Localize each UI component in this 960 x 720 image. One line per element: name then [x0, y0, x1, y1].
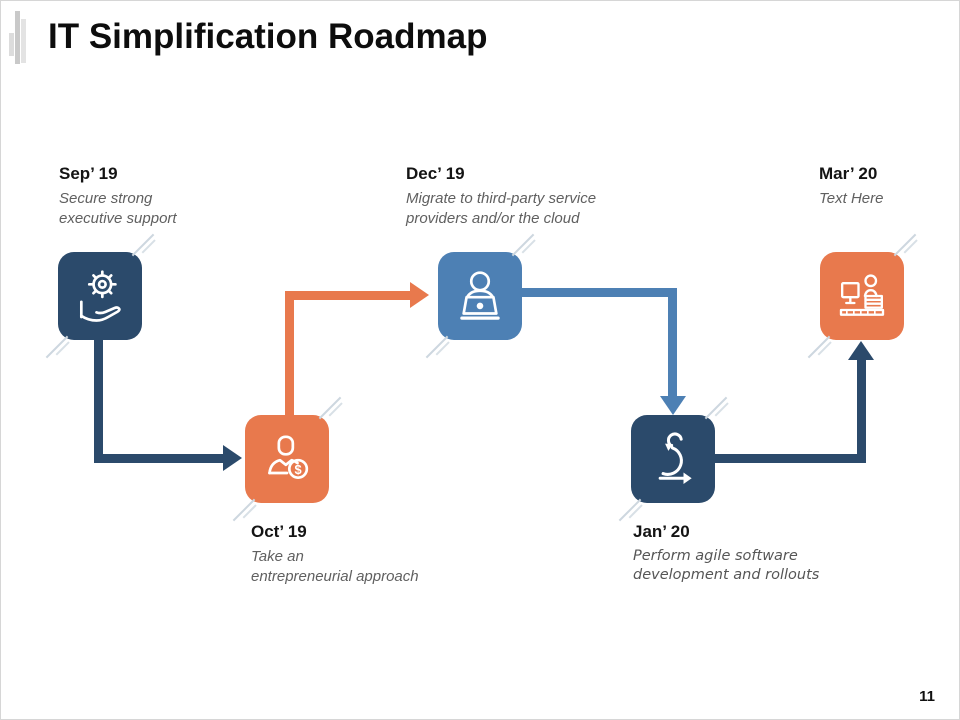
corner-slash-decoration	[618, 498, 642, 522]
slide-logo-bars	[9, 11, 29, 67]
arrowhead-right-icon	[410, 282, 429, 308]
corner-slash-decoration	[425, 335, 449, 359]
milestone-label-dec19: Dec’ 19 Migrate to third-party service p…	[406, 164, 666, 229]
person-laptop-icon	[460, 271, 500, 320]
corner-slash-decoration	[807, 335, 831, 359]
corner-slash-decoration	[893, 233, 917, 257]
arrowhead-down-icon	[660, 396, 686, 415]
milestone-date: Mar’ 20	[819, 164, 878, 183]
corner-slash-decoration	[511, 233, 535, 257]
milestone-label-jan20: Jan’ 20 Perform agile software developme…	[633, 522, 863, 586]
milestone-label-mar20: Mar’ 20 Text Here	[819, 164, 959, 209]
page-title: IT Simplification Roadmap	[48, 17, 488, 56]
corner-slash-decoration	[232, 498, 256, 522]
arrowhead-right-icon	[223, 445, 242, 471]
svg-text:$: $	[295, 462, 302, 477]
milestone-box-oct19: $	[232, 396, 342, 522]
milestone-label-oct19: Oct’ 19 Take an entrepreneurial approach	[251, 522, 481, 587]
corner-slash-decoration	[318, 396, 342, 420]
milestone-label-sep19: Sep’ 19 Secure strong executive support	[59, 164, 289, 229]
milestone-description: Migrate to third-party service providers…	[406, 190, 597, 227]
arrowhead-up-icon	[848, 341, 874, 360]
connector-sep-oct	[94, 454, 224, 463]
connector-jan-mar	[857, 359, 866, 463]
hand-gear-icon	[79, 270, 121, 322]
milestone-box-dec19	[425, 233, 535, 359]
workstation-icon	[839, 274, 885, 316]
connector-jan-mar	[714, 454, 866, 463]
milestone-description: Text Here	[819, 190, 884, 207]
corner-slash-decoration	[704, 396, 728, 420]
connector-dec-jan	[522, 288, 677, 297]
agile-sprint-icon	[658, 432, 692, 484]
logo-bar	[15, 11, 20, 64]
milestone-date: Oct’ 19	[251, 522, 307, 541]
milestone-description: Take an entrepreneurial approach	[251, 548, 419, 585]
milestone-box-sep19	[45, 233, 155, 359]
milestone-date: Dec’ 19	[406, 164, 465, 183]
connector-oct-dec	[285, 291, 411, 300]
page-number: 11	[919, 688, 935, 705]
milestone-date: Sep’ 19	[59, 164, 118, 183]
person-dollar-icon: $	[268, 435, 309, 480]
milestone-box-mar20	[807, 233, 917, 359]
connector-oct-dec	[285, 296, 294, 416]
milestone-description: Perform agile software development and r…	[633, 548, 820, 584]
milestone-box-jan20	[618, 396, 728, 522]
logo-bar	[21, 19, 26, 63]
corner-slash-decoration	[131, 233, 155, 257]
milestone-description: Secure strong executive support	[59, 190, 177, 227]
milestone-date: Jan’ 20	[633, 522, 690, 541]
logo-bar	[9, 33, 14, 56]
connector-sep-oct	[94, 340, 103, 459]
connector-dec-jan	[668, 288, 677, 398]
corner-slash-decoration	[45, 335, 69, 359]
